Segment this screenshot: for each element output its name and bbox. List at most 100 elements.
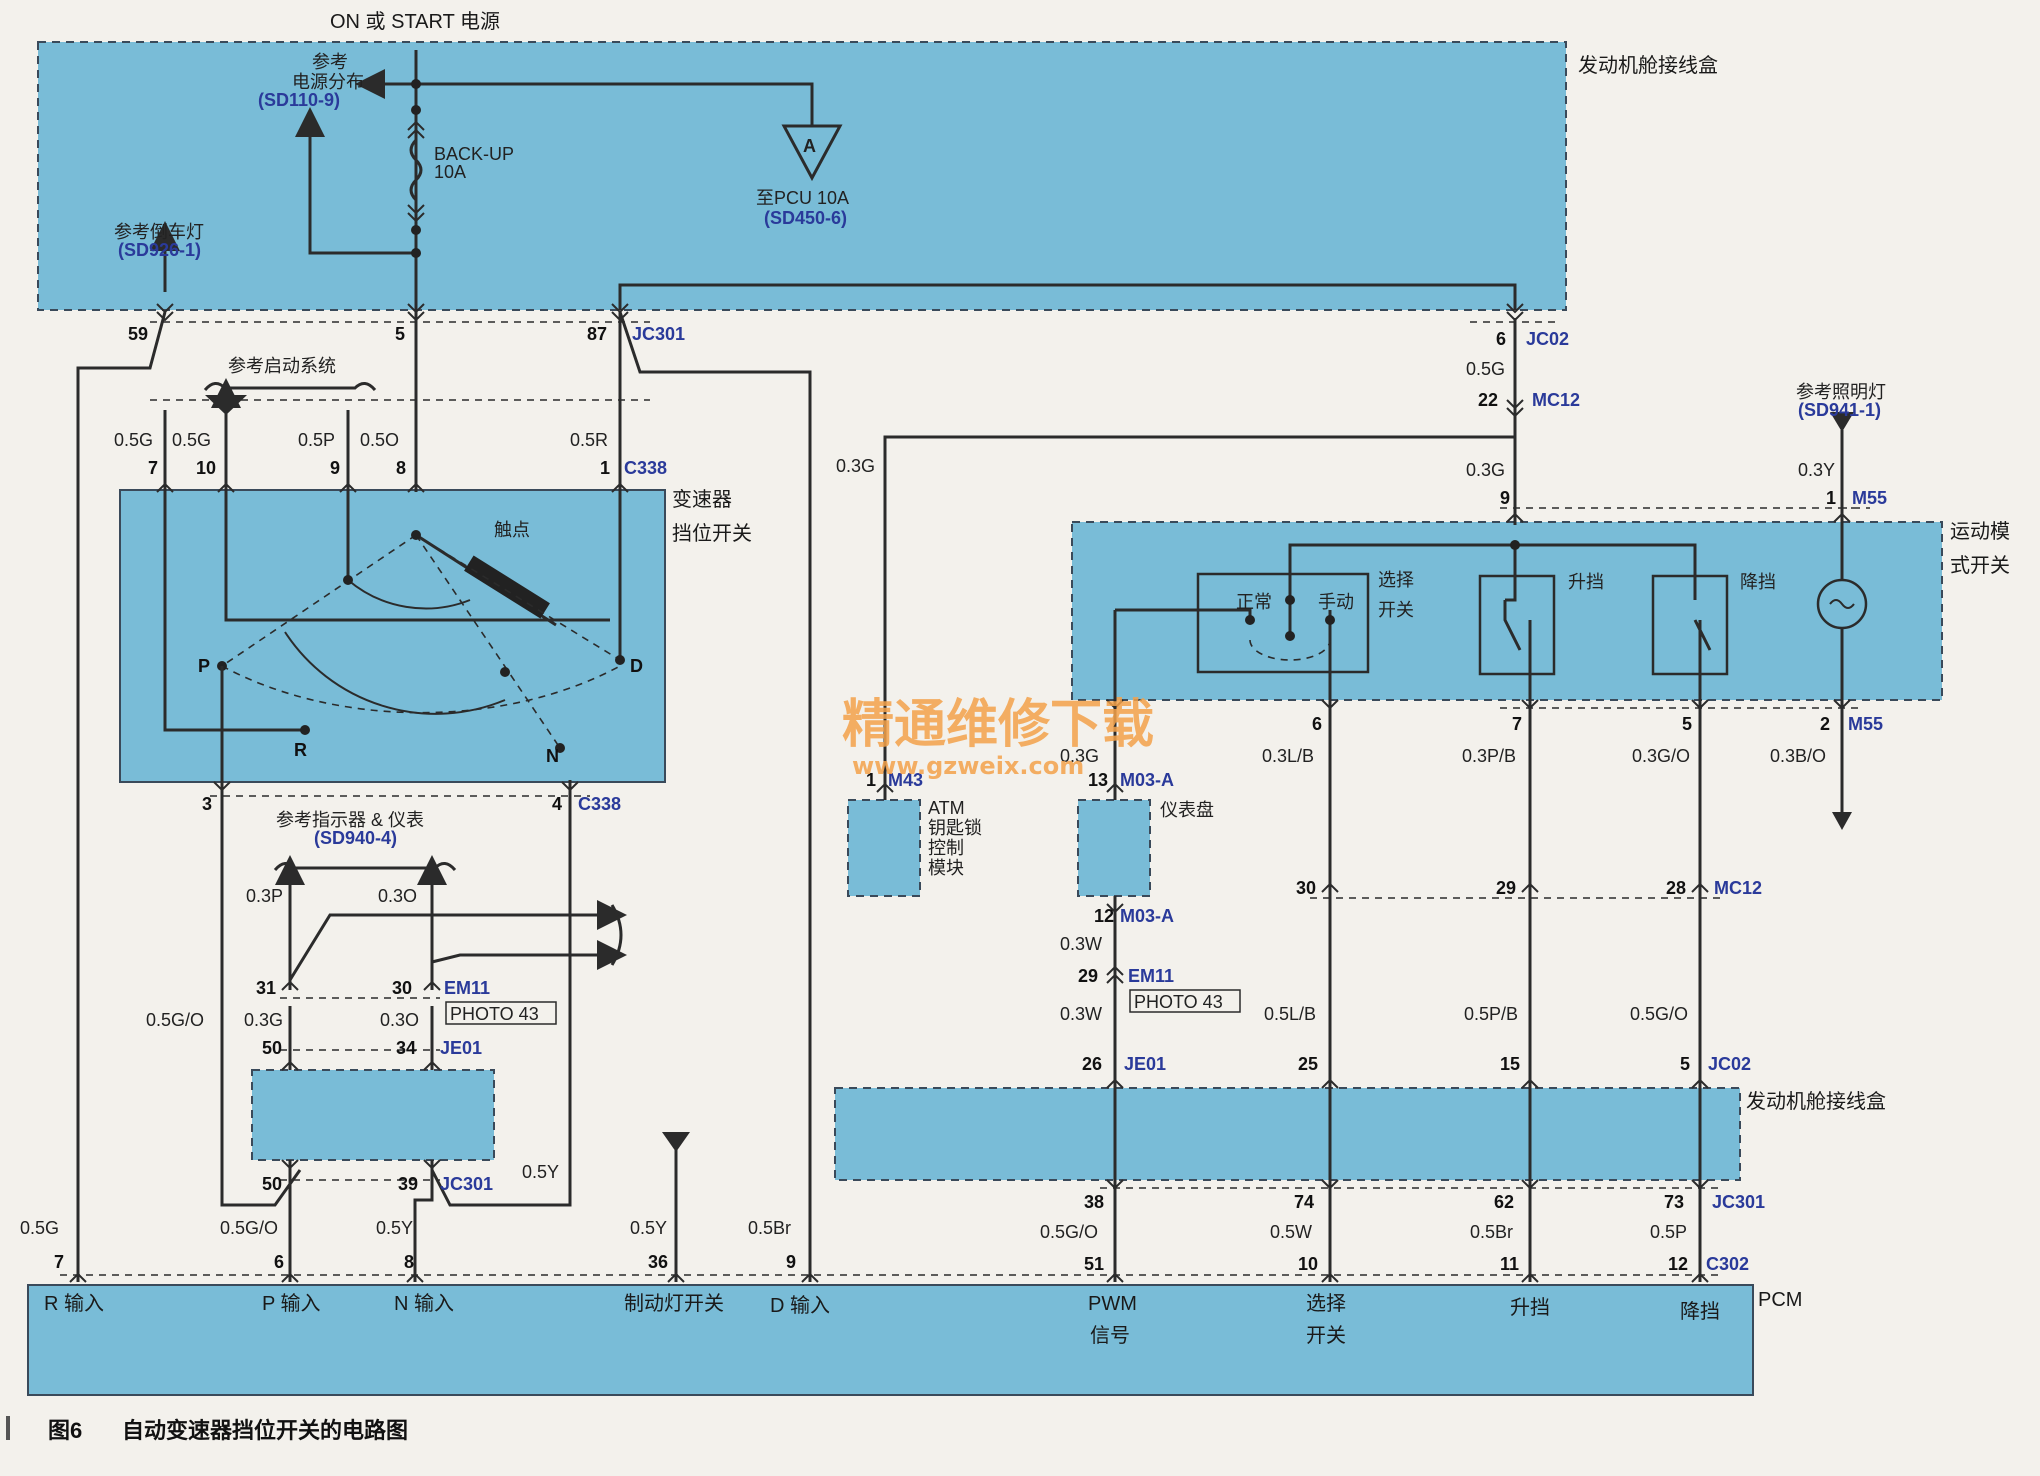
connector-mc12-bottom: MC12	[1714, 878, 1762, 898]
connector-jc301-right: JC301	[1712, 1192, 1765, 1212]
pin-22: 22	[1478, 390, 1498, 410]
cluster-label: 仪表盘	[1160, 800, 1214, 820]
pos-p: P	[198, 656, 210, 676]
connector-m03a-top: M03-A	[1120, 770, 1174, 790]
connector-jc301-top: JC301	[632, 324, 685, 344]
illumination-lamp-icon	[1816, 578, 1868, 630]
pcm-downshift: 降挡	[1680, 1300, 1720, 1323]
select-label-2: 开关	[1378, 600, 1414, 620]
connector-jc02-top: JC02	[1526, 329, 1569, 349]
engine-box-lower	[834, 1087, 1741, 1181]
pin-87: 87	[587, 324, 607, 344]
wire-0.3P/B: 0.3P/B	[1462, 746, 1516, 766]
fuse-name: BACK-UP	[434, 144, 514, 164]
pin-30-em11: 30	[392, 978, 412, 998]
trans-switch-label-2: 挡位开关	[672, 522, 752, 545]
ref-indicator-code: (SD940-4)	[314, 828, 397, 848]
pcm-upshift: 升挡	[1510, 1296, 1550, 1319]
connector-m03a-bottom: M03-A	[1120, 906, 1174, 926]
photo-ref-right: PHOTO 43	[1134, 992, 1223, 1012]
wire-0.3Y: 0.3Y	[1798, 460, 1835, 480]
power-source-label: ON 或 START 电源	[330, 10, 500, 33]
connector-m55-bottom: M55	[1848, 714, 1883, 734]
transmission-switch-box	[119, 489, 666, 783]
pin-15-jc02: 15	[1500, 1054, 1520, 1074]
wire-0.5G-10: 0.5G	[172, 430, 211, 450]
wire-0.3O: 0.3O	[378, 886, 417, 906]
pin-13-m03a: 13	[1088, 770, 1108, 790]
atm-label-3: 控制	[928, 838, 964, 858]
pin-12-c302: 12	[1668, 1254, 1688, 1274]
pin-5-sport: 5	[1682, 714, 1692, 734]
wire-0.3B/O: 0.3B/O	[1770, 746, 1826, 766]
pin-5: 5	[395, 324, 405, 344]
pcm-n-input: N 输入	[394, 1292, 454, 1315]
pin-62-jc301: 62	[1494, 1192, 1514, 1212]
ref-lighting: 参考照明灯	[1796, 382, 1886, 402]
watermark-url: www.gzweix.com	[852, 752, 1084, 780]
pin-12-m03a: 12	[1094, 906, 1114, 926]
atm-label-1: ATM	[928, 798, 965, 818]
wire-0.5Br-d: 0.5Br	[748, 1218, 791, 1238]
wire-0.5G-jc02: 0.5G	[1466, 359, 1505, 379]
wire-0.5G/O-p: 0.5G/O	[220, 1218, 278, 1238]
wire-0.5L/B: 0.5L/B	[1264, 1004, 1316, 1024]
pin-25-jc02: 25	[1298, 1054, 1318, 1074]
wire-0.5G-r: 0.5G	[20, 1218, 59, 1238]
ref-reverse-label: 参考倒车灯	[114, 222, 204, 242]
wire-0.5Y-n: 0.5Y	[376, 1218, 413, 1238]
ref-power-code: (SD110-9)	[258, 90, 340, 110]
wire-0.3O-b: 0.3O	[380, 1010, 419, 1030]
pcm-select-2: 开关	[1306, 1324, 1346, 1347]
pcu-code: (SD450-6)	[764, 208, 847, 228]
pin-29-mc12: 29	[1496, 878, 1516, 898]
pin-59: 59	[128, 324, 148, 344]
pin-50-je01: 50	[262, 1038, 282, 1058]
wire-0.5Y-brake: 0.5Y	[630, 1218, 667, 1238]
pin-7-pcm: 7	[54, 1252, 64, 1272]
pcm-pwm-1: PWM	[1088, 1293, 1137, 1315]
pin-74-jc301: 74	[1294, 1192, 1314, 1212]
pos-n: N	[546, 746, 559, 766]
wire-0.3G-right: 0.3G	[1466, 460, 1505, 480]
pin-6-jc02: 6	[1496, 329, 1506, 349]
pin-1-m43: 1	[866, 770, 876, 790]
pcm-d-input: D 输入	[770, 1294, 830, 1317]
pcm-select-1: 选择	[1306, 1292, 1346, 1315]
pos-r: R	[294, 740, 307, 760]
ref-power-line1: 参考	[312, 52, 348, 72]
normal-label: 正常	[1236, 592, 1272, 612]
connector-c302: C302	[1706, 1254, 1749, 1274]
pin-50-jc301: 50	[262, 1174, 282, 1194]
sport-mode-label-2: 式开关	[1950, 554, 2010, 577]
ref-lighting-code: (SD941-1)	[1798, 400, 1881, 420]
wire-0.5Y-right: 0.5Y	[522, 1162, 559, 1182]
pin-38-jc301: 38	[1084, 1192, 1104, 1212]
pin-10-c338: 10	[196, 458, 216, 478]
pin-8-c338: 8	[396, 458, 406, 478]
pin-9-c338: 9	[330, 458, 340, 478]
connector-m43: M43	[888, 770, 923, 790]
contact-label: 触点	[494, 520, 530, 540]
pcu-fuse-marker	[781, 124, 843, 182]
pin-2-m55: 2	[1820, 714, 1830, 734]
wire-0.5P-9: 0.5P	[298, 430, 335, 450]
upshift-label: 升挡	[1568, 572, 1604, 592]
wire-0.3P: 0.3P	[246, 886, 283, 906]
engine-box-label-top: 发动机舱接线盒	[1578, 54, 1718, 77]
trans-switch-label-1: 变速器	[672, 488, 732, 511]
wire-0.5G/O-left: 0.5G/O	[146, 1010, 204, 1030]
pin-4-c338: 4	[552, 794, 562, 814]
connector-jc02-bottom: JC02	[1708, 1054, 1751, 1074]
wire-0.5P-down: 0.5P	[1650, 1222, 1687, 1242]
pin-73-jc301: 73	[1664, 1192, 1684, 1212]
pin-9-m55: 9	[1500, 488, 1510, 508]
manual-label: 手动	[1318, 592, 1354, 612]
pin-31: 31	[256, 978, 276, 998]
wire-0.3L/B: 0.3L/B	[1262, 746, 1314, 766]
wire-0.3G/O: 0.3G/O	[1632, 746, 1690, 766]
connector-m55-top: M55	[1852, 488, 1887, 508]
pin-6-sport: 6	[1312, 714, 1322, 734]
downshift-switch	[1651, 574, 1729, 676]
